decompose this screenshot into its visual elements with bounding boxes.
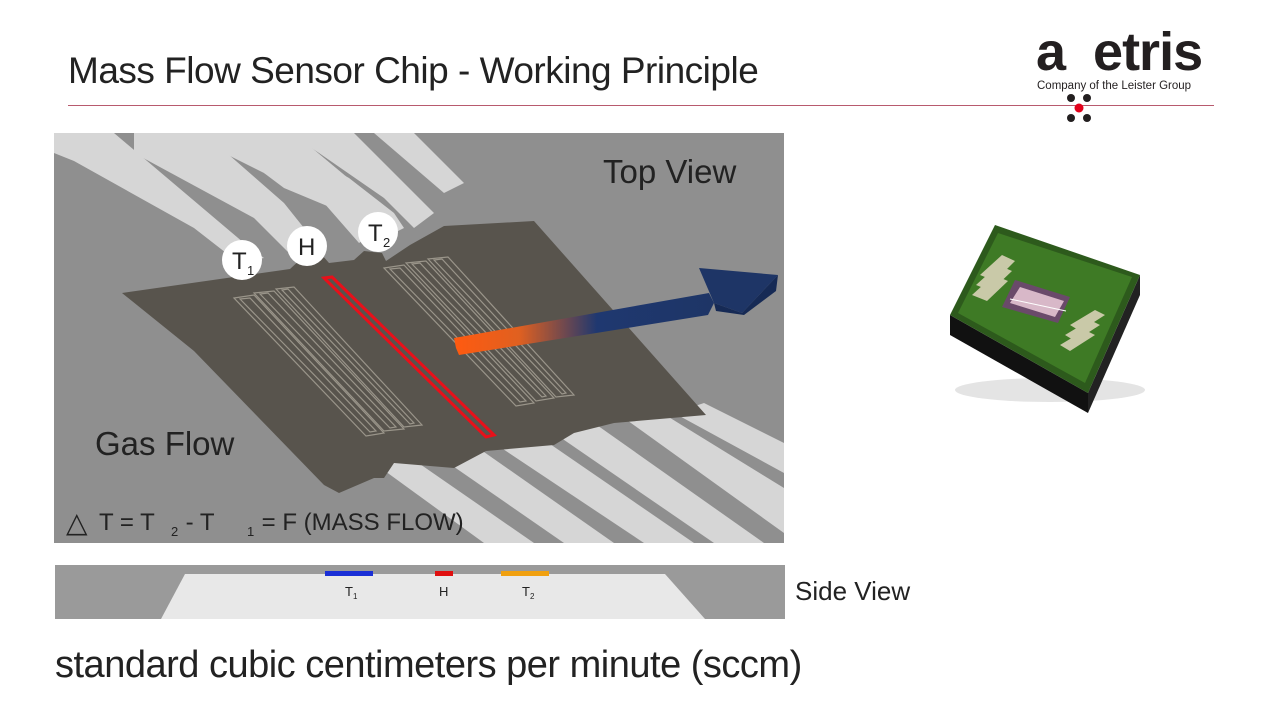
logo-wordmark: a etris (1036, 22, 1203, 122)
side-view-substrate (161, 574, 705, 619)
t1-letter: T (232, 248, 247, 275)
delta-t-formula: △ T = T 2 - T 1 = F (MASS FLOW) (66, 507, 464, 539)
delta-symbol: △ (66, 507, 88, 538)
side-t2-sub: 2 (530, 592, 535, 601)
side-t1-letter: T (345, 584, 353, 599)
side-t2-bar (501, 571, 549, 576)
lower-leads (374, 403, 784, 543)
slide-title: Mass Flow Sensor Chip - Working Principl… (68, 50, 759, 91)
h-letter: H (298, 234, 315, 261)
t2-letter: T (368, 220, 383, 247)
gas-flow-label: Gas Flow (95, 425, 235, 462)
footer-caption: standard cubic centimeters per minute (s… (55, 644, 802, 686)
upper-leads (54, 133, 464, 263)
side-h-bar (435, 571, 453, 576)
flow-arrow (454, 268, 778, 355)
top-view-label: Top View (603, 153, 736, 190)
side-view-label: Side View (795, 576, 911, 606)
t2-subscript: 2 (383, 235, 390, 250)
t1-meander (232, 286, 424, 437)
company-logo: a etris Company of the Leister Group (1036, 22, 1220, 122)
sensor-label-t2: T 2 (358, 212, 398, 252)
sensor-chip-image (950, 225, 1145, 413)
logo-x-icon (1067, 94, 1092, 122)
formula-part-a: T = T (99, 509, 155, 536)
logo-tagline: Company of the Leister Group (1037, 80, 1192, 92)
side-t1-bar (325, 571, 373, 576)
sensor-label-h: H (287, 226, 327, 266)
sensor-label-t1: T 1 (222, 240, 262, 280)
formula-part-c: = F (MASS FLOW) (255, 509, 464, 536)
side-h-letter: H (439, 584, 448, 599)
t2-meander (382, 256, 576, 407)
formula-sub-2: 2 (171, 524, 178, 539)
side-t2-letter: T (522, 584, 530, 599)
formula-part-b: - T (179, 509, 215, 536)
top-view-diagram: T 1 H T 2 Top View Gas Flow △ T = T 2 - … (54, 133, 784, 543)
side-view-diagram: T 1 H T 2 (55, 565, 785, 619)
heater-element (320, 275, 497, 439)
title-divider (68, 105, 1214, 106)
side-t1-sub: 1 (353, 592, 358, 601)
t1-subscript: 1 (247, 263, 254, 278)
formula-sub-1: 1 (247, 524, 254, 539)
